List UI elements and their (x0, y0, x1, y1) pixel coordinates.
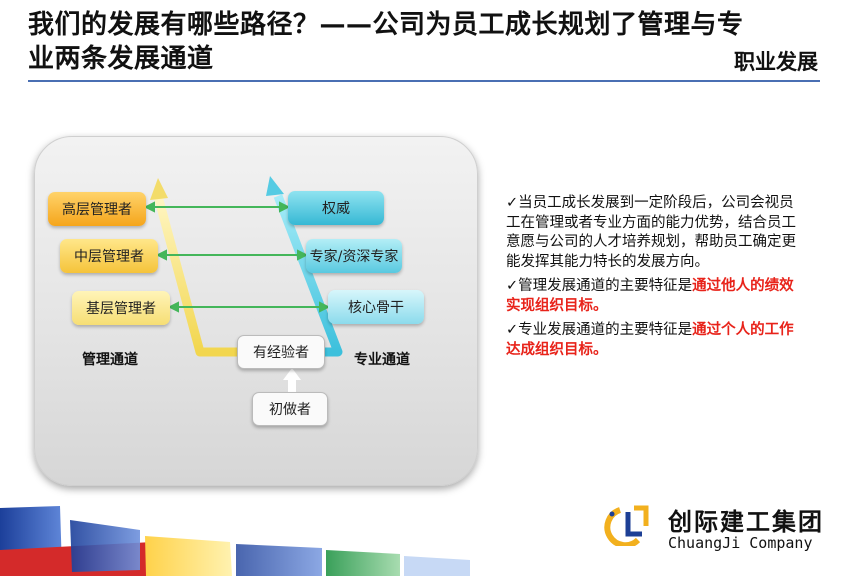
page-title: 我们的发展有哪些路径？——公司为员工成长规划了管理与专业两条发展通道 (28, 10, 744, 74)
professional-arrowhead (266, 176, 284, 196)
title-divider (28, 80, 820, 82)
company-logo-icon (604, 505, 649, 546)
company-name-en: ChuangJi Company (668, 534, 813, 552)
decorative-stripes (0, 506, 470, 576)
professional-arrow (273, 194, 343, 357)
professional-channel-label: 专业通道 (354, 352, 410, 368)
company-name-cn: 创际建工集团 (668, 508, 824, 536)
description-para-3: ✓专业发展通道的主要特征是通过个人的工作达成组织目标。 (506, 322, 794, 358)
management-arrow (153, 194, 238, 357)
core-staff-box: 核心骨干 (328, 290, 424, 324)
experienced-box: 有经验者 (237, 335, 325, 369)
highlight-text: 通过个人的工作达成组织目标。 (506, 322, 794, 358)
expert-box: 专家/资深专家 (306, 239, 402, 273)
senior-manager-box: 高层管理者 (48, 192, 146, 226)
description-para-1: ✓当员工成长发展到一定阶段后，公司会视员工在管理或者专业方面的能力优势，结合员工… (506, 195, 796, 270)
junior-manager-box: 基层管理者 (72, 291, 170, 325)
highlight-text: 通过他人的绩效实现组织目标。 (506, 278, 794, 314)
section-tag: 职业发展 (734, 50, 818, 74)
authority-box: 权威 (288, 191, 384, 225)
description-text: ✓当员工成长发展到一定阶段后，公司会视员工在管理或者专业方面的能力优势，结合员工… (506, 194, 806, 365)
management-arrowhead (150, 178, 168, 200)
description-para-2: ✓管理发展通道的主要特征是通过他人的绩效实现组织目标。 (506, 278, 794, 314)
middle-manager-box: 中层管理者 (60, 239, 158, 273)
beginner-box: 初做者 (252, 392, 328, 426)
management-channel-label: 管理通道 (82, 352, 138, 368)
